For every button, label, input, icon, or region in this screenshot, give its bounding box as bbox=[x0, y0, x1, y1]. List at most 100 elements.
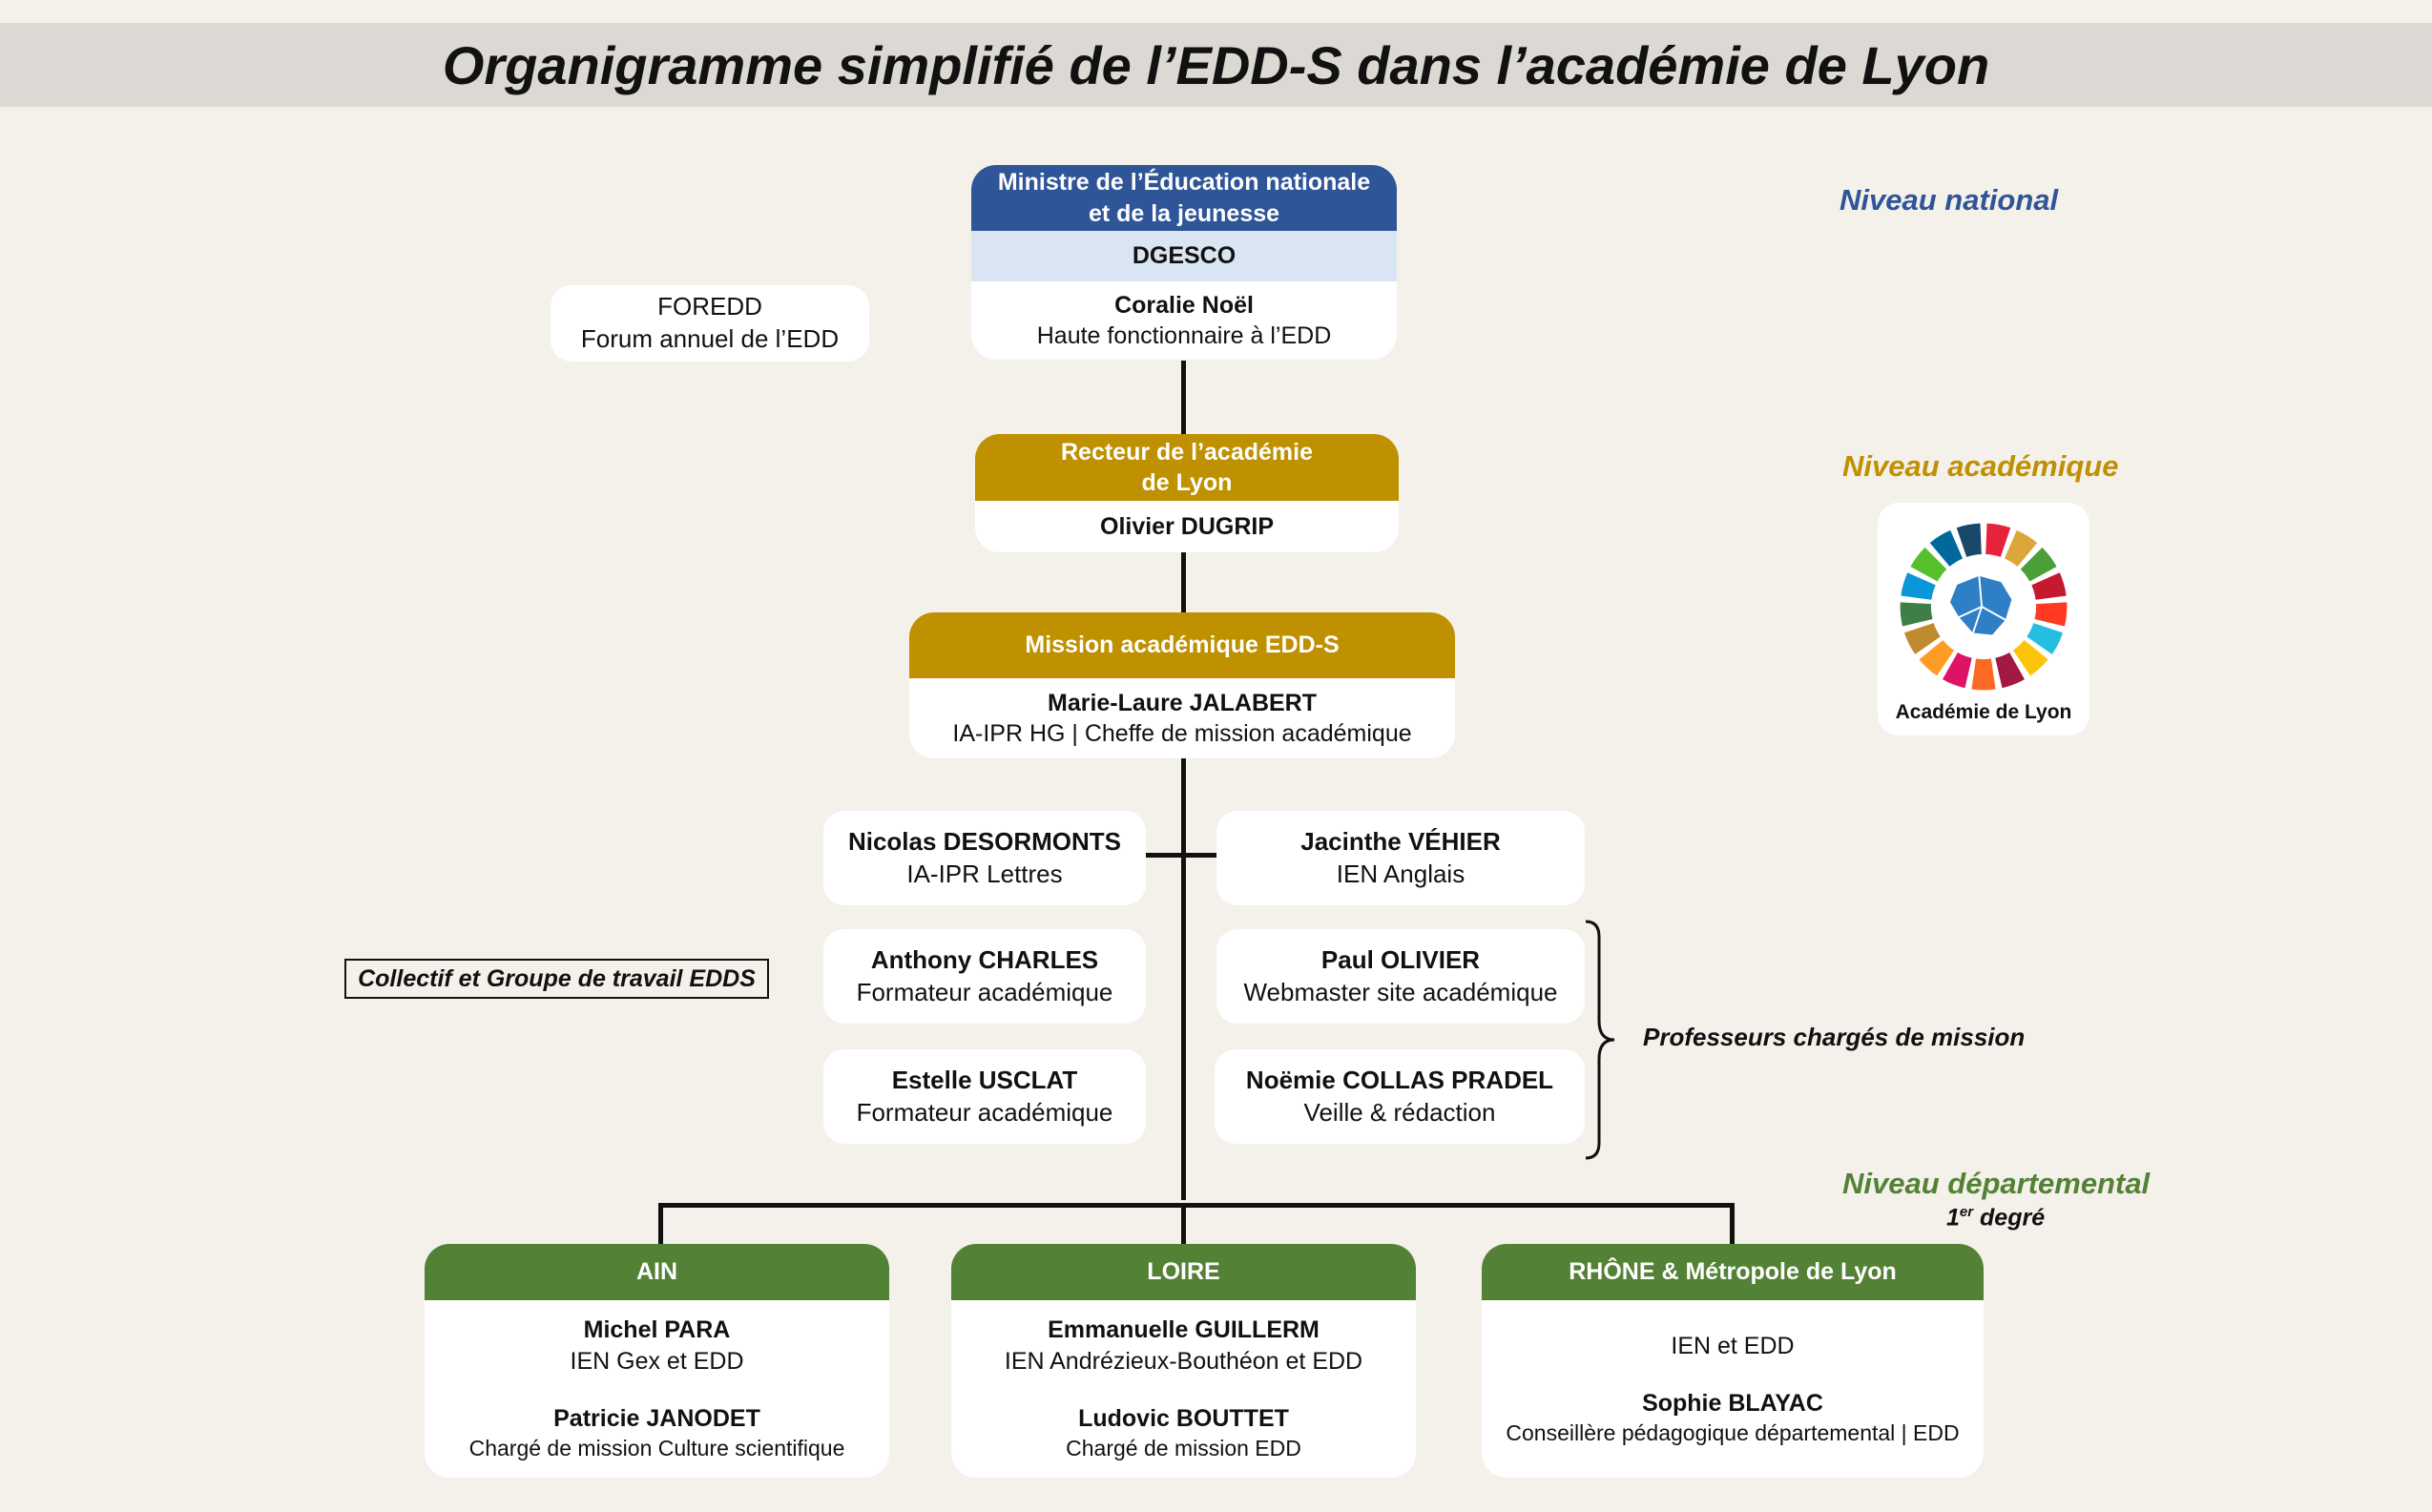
person-card: Estelle USCLAT Formateur académique bbox=[823, 1049, 1146, 1144]
connector-vertical-main bbox=[1181, 361, 1186, 1200]
departement-role2: Chargé de mission Culture scientifique bbox=[468, 1435, 845, 1460]
academie-logo: Académie de Lyon bbox=[1878, 503, 2089, 735]
person-name: Nicolas DESORMONTS bbox=[847, 826, 1122, 856]
departement-role1: IEN Gex et EDD bbox=[570, 1347, 744, 1375]
wheel-segment bbox=[2020, 547, 2057, 582]
level-academique: Niveau académique bbox=[1842, 449, 2119, 483]
mission-body: Marie-Laure JALABERT IA-IPR HG | Cheffe … bbox=[909, 678, 1455, 758]
departement-name1: Emmanuelle GUILLERM bbox=[1048, 1316, 1320, 1344]
departement-header: RHÔNE & Métropole de Lyon bbox=[1482, 1244, 1984, 1300]
departement-body: Michel PARA IEN Gex et EDD Patricie JANO… bbox=[425, 1300, 889, 1478]
foredd-line2: Forum annuel de l’EDD bbox=[580, 324, 840, 353]
recteur-header-line2: de Lyon bbox=[1141, 469, 1233, 496]
recteur-name: Olivier DUGRIP bbox=[1100, 512, 1274, 540]
wheel-segment bbox=[2027, 623, 2064, 654]
wheel-segment bbox=[1901, 572, 1936, 600]
mission-header-label: Mission académique EDD-S bbox=[1025, 632, 1340, 659]
recteur-header-line1: Recteur de l’académie bbox=[1060, 438, 1313, 466]
departement-name1: Michel PARA bbox=[583, 1316, 731, 1344]
connector-ain bbox=[658, 1203, 663, 1245]
departement-header: AIN bbox=[425, 1244, 889, 1300]
wheel-segment bbox=[1995, 652, 2026, 689]
wheel-segment bbox=[1985, 523, 2011, 557]
person-role: Formateur académique bbox=[856, 977, 1113, 1006]
departement-body: IEN et EDD Sophie BLAYAC Conseillère péd… bbox=[1482, 1300, 1984, 1478]
person-role: Webmaster site académique bbox=[1243, 977, 1558, 1006]
recteur-body: Olivier DUGRIP bbox=[975, 501, 1399, 552]
recteur-header: Recteur de l’académie de Lyon bbox=[975, 434, 1399, 501]
sdg-wheel-icon bbox=[1900, 523, 2068, 691]
connector-rhone bbox=[1730, 1203, 1735, 1245]
professeurs-label: Professeurs chargés de mission bbox=[1643, 1023, 2026, 1051]
degre-num: 1 bbox=[1946, 1204, 1960, 1232]
departement-role2: Conseillère pédagogique départemental | … bbox=[1506, 1419, 1960, 1445]
person-name: Paul OLIVIER bbox=[1320, 944, 1481, 974]
wheel-segment bbox=[1900, 602, 1933, 627]
wheel-segment bbox=[2004, 529, 2038, 567]
connector-horizontal-departements bbox=[658, 1203, 1735, 1208]
person-card: Anthony CHARLES Formateur académique bbox=[823, 929, 1146, 1024]
person-role: IA-IPR Lettres bbox=[906, 859, 1063, 888]
person-role: IEN Anglais bbox=[1336, 859, 1465, 888]
wheel-segment bbox=[1971, 658, 1996, 691]
person-card: Jacinthe VÉHIER IEN Anglais bbox=[1216, 811, 1585, 905]
departement-header: LOIRE bbox=[951, 1244, 1416, 1300]
departement-name2: Patricie JANODET bbox=[553, 1405, 760, 1433]
wheel-segment bbox=[2031, 572, 2067, 600]
degre-sup: er bbox=[1959, 1204, 1974, 1220]
degre-word: degré bbox=[1973, 1204, 2046, 1232]
mission-box: Mission académique EDD-S Marie-Laure JAL… bbox=[909, 612, 1455, 758]
collectif-label: Collectif et Groupe de travail EDDS bbox=[358, 964, 756, 992]
wheel-segment bbox=[1956, 523, 1982, 557]
wheel-segment bbox=[1910, 547, 1947, 582]
ministere-box: Ministre de l’Éducation nationale et de … bbox=[971, 165, 1397, 360]
departement-body: Emmanuelle GUILLERM IEN Andrézieux-Bouth… bbox=[951, 1300, 1416, 1478]
person-card: Paul OLIVIER Webmaster site académique bbox=[1216, 929, 1585, 1024]
connector-loire bbox=[1181, 1203, 1186, 1245]
wheel-segment bbox=[1903, 623, 1941, 654]
person-role: Veille & rédaction bbox=[1303, 1097, 1496, 1127]
ministere-header-line1: Ministre de l’Éducation nationale bbox=[997, 169, 1371, 196]
page-title: Organigramme simplifié de l’EDD-S dans l… bbox=[442, 34, 1990, 95]
wheel-segment bbox=[2034, 602, 2068, 627]
person-name: Estelle USCLAT bbox=[891, 1065, 1078, 1094]
departement-role1: IEN Andrézieux-Bouthéon et EDD bbox=[1004, 1347, 1363, 1375]
mission-header: Mission académique EDD-S bbox=[909, 612, 1455, 678]
departement-role1: IEN et EDD bbox=[1671, 1332, 1795, 1359]
mission-name: Marie-Laure JALABERT bbox=[1048, 689, 1317, 716]
ministere-body: Coralie Noël Haute fonctionnaire à l’EDD bbox=[971, 281, 1397, 360]
departement-role2: Chargé de mission EDD bbox=[1066, 1435, 1301, 1460]
ministere-name: Coralie Noël bbox=[1114, 291, 1254, 319]
wheel-segment bbox=[1919, 639, 1955, 676]
curly-brace-icon bbox=[1585, 920, 1615, 1160]
dgesco-label: DGESCO bbox=[1132, 242, 1237, 269]
wheel-segment bbox=[1929, 529, 1964, 567]
ministere-header: Ministre de l’Éducation nationale et de … bbox=[971, 165, 1397, 231]
logo-caption: Académie de Lyon bbox=[1895, 701, 2072, 723]
wheel-segment bbox=[2012, 639, 2048, 676]
person-card: Noëmie COLLAS PRADEL Veille & rédaction bbox=[1215, 1049, 1585, 1144]
departement-name2: Sophie BLAYAC bbox=[1642, 1390, 1823, 1418]
collectif-box: Collectif et Groupe de travail EDDS bbox=[344, 959, 769, 999]
mission-role: IA-IPR HG | Cheffe de mission académique bbox=[952, 720, 1412, 747]
recteur-box: Recteur de l’académie de Lyon Olivier DU… bbox=[975, 434, 1399, 552]
dgesco-band: DGESCO bbox=[971, 231, 1397, 281]
departement-ain: AIN Michel PARA IEN Gex et EDD Patricie … bbox=[425, 1244, 889, 1478]
person-name: Anthony CHARLES bbox=[870, 944, 1099, 974]
departement-header-label: AIN bbox=[635, 1258, 678, 1286]
wheel-segment bbox=[1942, 652, 1972, 689]
person-name: Noëmie COLLAS PRADEL bbox=[1245, 1065, 1554, 1094]
ministere-role: Haute fonctionnaire à l’EDD bbox=[1036, 322, 1332, 349]
person-card: Nicolas DESORMONTS IA-IPR Lettres bbox=[823, 811, 1146, 905]
foredd-box: FOREDD Forum annuel de l’EDD bbox=[551, 285, 869, 362]
departement-header-label: RHÔNE & Métropole de Lyon bbox=[1569, 1258, 1897, 1286]
departement-rhone: RHÔNE & Métropole de Lyon IEN et EDD Sop… bbox=[1482, 1244, 1984, 1478]
connector-horizontal-top-cards bbox=[1145, 853, 1217, 858]
person-role: Formateur académique bbox=[856, 1097, 1113, 1127]
departement-header-label: LOIRE bbox=[1147, 1258, 1220, 1286]
level-departemental: Niveau départemental bbox=[1842, 1167, 2151, 1200]
ministere-header-line2: et de la jeunesse bbox=[1088, 199, 1280, 227]
departement-loire: LOIRE Emmanuelle GUILLERM IEN Andrézieux… bbox=[951, 1244, 1416, 1478]
person-name: Jacinthe VÉHIER bbox=[1300, 826, 1501, 856]
level-national: Niveau national bbox=[1840, 183, 2059, 217]
